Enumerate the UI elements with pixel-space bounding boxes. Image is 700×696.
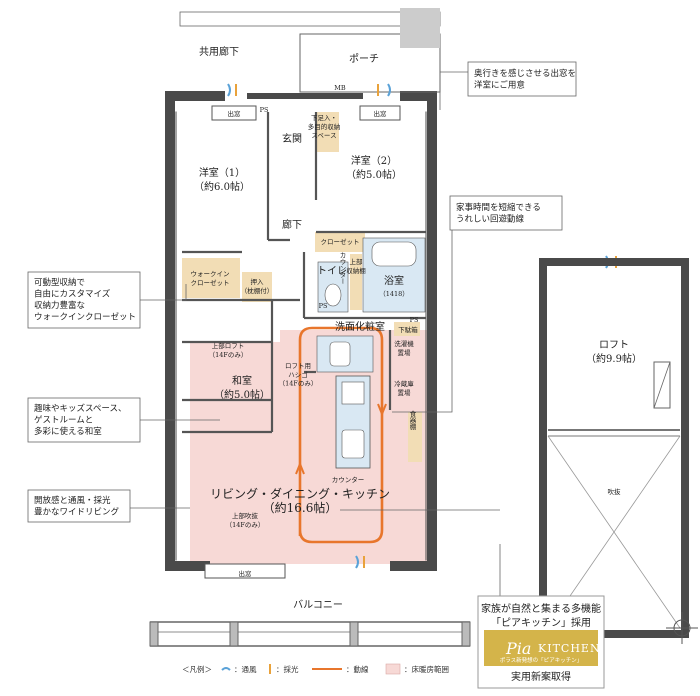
western-room-2-label: 洋室（2）: [351, 154, 397, 167]
counter-label: カウンター: [332, 475, 365, 484]
hallway-label: 廊下: [282, 218, 302, 231]
window-label: 出窓: [374, 109, 388, 118]
common-corridor-label: 共用廊下: [199, 45, 239, 58]
entrance-label: 玄関: [282, 132, 302, 145]
badge-line-1: 家族が自然と集まる多機能: [481, 602, 601, 615]
western-room-2-size: （約5.0帖）: [346, 168, 402, 181]
shoe-storage-label: 下足入・多目的収納スペース: [308, 114, 341, 140]
window-label: 出窓: [239, 569, 253, 578]
porch-area: [179, 8, 441, 93]
loft-label: ロフト: [599, 340, 629, 351]
fridge-label: 冷蔵庫置場: [394, 379, 414, 397]
upper-storage-label: 上部収納棚: [346, 257, 366, 275]
legend-wind-icon: [221, 667, 231, 671]
ps-label: PS: [260, 106, 269, 114]
japanese-room-size: （約5.0帖）: [214, 388, 270, 401]
callout-entrance-window: 奥行きを感じさせる出窓を洋室にご用意: [474, 68, 576, 90]
badge-logo-word: KITCHEN: [538, 642, 601, 655]
oshiire-label: 押入（枕棚付）: [241, 277, 274, 295]
bay-windows: [204, 105, 401, 579]
balcony-railing: [149, 621, 471, 647]
western-room-1-size: （約6.0帖）: [194, 180, 250, 193]
legend-light: ：採光: [276, 664, 299, 674]
callout-circulation: 家事時間を短縮できるうれしい回遊動線: [456, 202, 541, 224]
badge-line-3: 実用新案取得: [511, 670, 571, 683]
pia-kitchen-badge: [477, 595, 605, 689]
balcony-label: バルコニー: [293, 599, 343, 611]
toilet-counter-label: カウンター: [338, 251, 346, 284]
loft-ladder-label: ロフト用ハシゴ（14Fのみ）: [279, 362, 318, 388]
legend-floor-heating-swatch: [385, 663, 401, 675]
upper-atrium-label: 上部吹抜（14Fのみ）: [226, 511, 265, 529]
toilet-label: トイレ: [317, 266, 347, 277]
bath-size: （1418）: [379, 290, 409, 298]
atrium-label: 吹抜: [608, 487, 622, 496]
shoe-box-label: 下駄箱: [398, 325, 418, 334]
callout-walkin: 可動型収納で自由にカスタマイズ収納力豊富なウォークインクローゼット: [34, 277, 136, 322]
washing-machine-label: 洗濯機置場: [394, 339, 414, 357]
storage-fills: [182, 112, 422, 462]
legend-flow: ：動線: [346, 664, 369, 674]
callout-living: 開放感と通風・採光豊かなワイドリビング: [34, 495, 120, 517]
washroom-label: 洗面化粧室: [335, 320, 385, 333]
callout-boxes: [27, 61, 577, 523]
room-labels: 共用廊下 ポーチ 出窓 出窓 PS MB 玄関 洋室（1） （約6.0帖） 洋室…: [194, 45, 642, 611]
legend-floor-heating: ：床暖房範囲: [404, 664, 449, 674]
badge-logo-sub: ポラス新発想の「ピアキッチン」: [500, 656, 582, 664]
circulation-flow: [295, 326, 387, 544]
legend-title: ＜凡例＞: [182, 664, 212, 674]
callout-leaders: [130, 71, 501, 596]
ldk-size: （約16.6帖）: [263, 500, 338, 515]
compass-icon: [666, 612, 698, 644]
legend-marks: [221, 663, 401, 675]
walkin-closet-label: ウォークインクローゼット: [191, 270, 230, 287]
closet-label: クローゼット: [321, 237, 360, 246]
walls: [165, 91, 437, 571]
loft-size: （約9.9帖）: [586, 352, 642, 365]
ps-label: PS: [410, 316, 419, 324]
bath-fixtures: [316, 237, 426, 373]
badge-line-2: 「ピアキッチン」採用: [491, 616, 591, 629]
japanese-room-label: 和室: [232, 374, 252, 387]
bath-label: 浴室: [384, 274, 404, 287]
multiline-labels: 下足入・多目的収納スペース ウォークインクローゼット 押入（枕棚付） 上部収納棚…: [34, 68, 576, 529]
ldk-label: リビング・ダイニング・キッチン: [210, 486, 390, 501]
partitions: [182, 112, 426, 434]
badge-logo-script: Pia: [505, 639, 531, 658]
ps-label: PS: [319, 302, 328, 310]
porch-label: ポーチ: [349, 53, 379, 65]
loft-structure: [539, 258, 689, 638]
upper-loft-label: 上部ロフト（14Fのみ）: [209, 341, 248, 359]
kitchen-island: [335, 375, 371, 469]
mb-label: MB: [334, 84, 346, 92]
pantry-label: 食器棚: [408, 409, 416, 431]
western-room-1-label: 洋室（1）: [199, 166, 245, 179]
window-label: 出窓: [228, 109, 242, 118]
legend-wind: ：通風: [234, 664, 257, 674]
callout-japanese: 趣味やキッズスペース、ゲストルームと多彩に使える和室: [34, 403, 126, 437]
